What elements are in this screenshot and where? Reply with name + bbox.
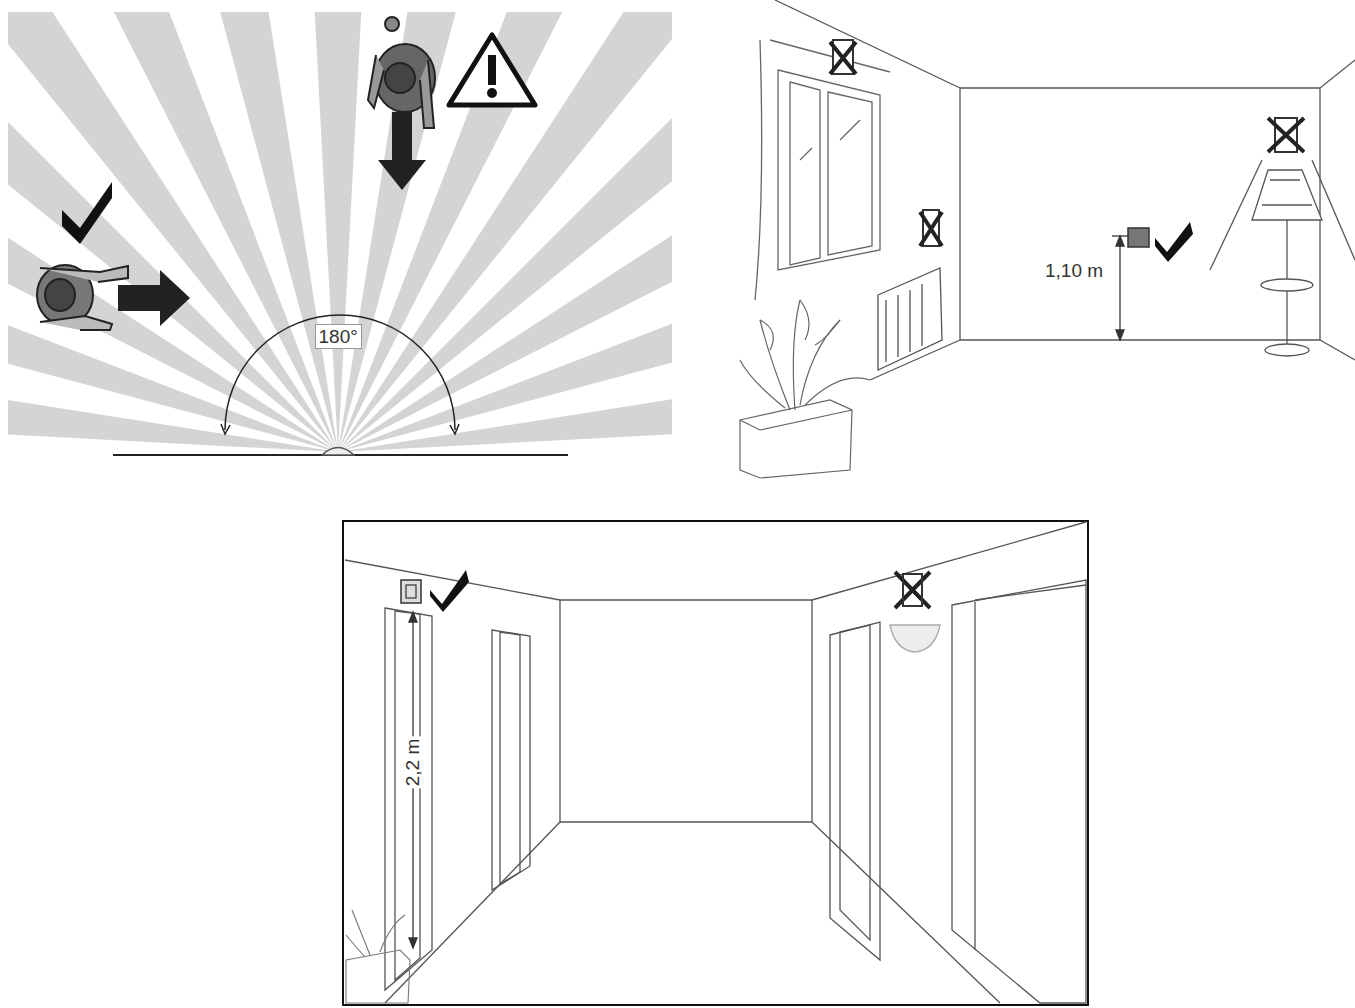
plant xyxy=(740,300,870,478)
cross-mark xyxy=(1268,118,1304,152)
sensor-symbol xyxy=(1128,228,1149,247)
warning-triangle xyxy=(449,35,535,105)
sensor-symbol xyxy=(401,580,421,603)
ceiling-sensor xyxy=(890,572,940,652)
person-approaching xyxy=(368,17,435,190)
arc-head xyxy=(450,424,459,434)
window xyxy=(755,40,890,300)
radiator xyxy=(878,268,942,370)
angle-label: 180° xyxy=(315,324,362,349)
detection-rays xyxy=(8,12,672,452)
check-mark xyxy=(62,182,112,244)
arc-head xyxy=(221,424,230,434)
plant xyxy=(346,910,410,1003)
person-crossing xyxy=(37,265,190,330)
panel-frame xyxy=(343,521,1088,1005)
angle-arc xyxy=(225,315,455,430)
room-outline xyxy=(775,0,1355,380)
cross-mark xyxy=(830,40,856,74)
cross-mark xyxy=(920,210,942,246)
dimension-label: 2,2 m xyxy=(402,736,423,788)
sensor-symbol xyxy=(322,448,354,456)
dimension-line xyxy=(1112,236,1128,340)
lamp xyxy=(1210,160,1355,356)
check-mark xyxy=(430,570,469,612)
dimension-label: 1,10 m xyxy=(1043,260,1105,281)
corridor xyxy=(345,522,1086,1003)
check-mark xyxy=(1155,222,1193,262)
